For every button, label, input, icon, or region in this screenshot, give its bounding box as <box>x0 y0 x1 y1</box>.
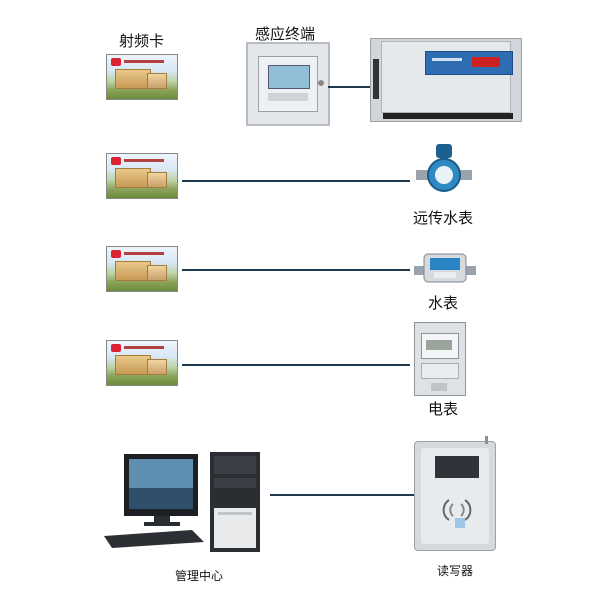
electric-meter-image <box>414 322 466 396</box>
rf-card-row2 <box>106 246 178 292</box>
remote-water-meter-label: 远传水表 <box>413 209 474 227</box>
card-reader-label: 读写器 <box>437 564 474 578</box>
rf-card-row1 <box>106 153 178 199</box>
sensor-terminal-label: 感应终端 <box>255 25 316 43</box>
management-center-label: 管理中心 <box>175 569 224 583</box>
controller-box <box>370 38 522 122</box>
connector-row3 <box>182 364 410 366</box>
card-reader-device <box>414 436 496 551</box>
water-meter-label: 水表 <box>428 294 459 312</box>
rf-card-row3 <box>106 340 178 386</box>
electric-meter-label: 电表 <box>428 400 459 418</box>
management-center-computer <box>100 448 270 558</box>
sensor-terminal-device <box>246 42 330 126</box>
connector-terminal-controller <box>328 86 372 88</box>
connector-computer-reader <box>270 494 414 496</box>
connector-row1 <box>182 180 410 182</box>
connector-row2 <box>182 269 410 271</box>
rf-card-label: 射频卡 <box>119 32 165 50</box>
water-meter-image <box>414 248 476 288</box>
remote-water-meter-image <box>414 140 474 200</box>
rf-card-image <box>106 54 178 100</box>
